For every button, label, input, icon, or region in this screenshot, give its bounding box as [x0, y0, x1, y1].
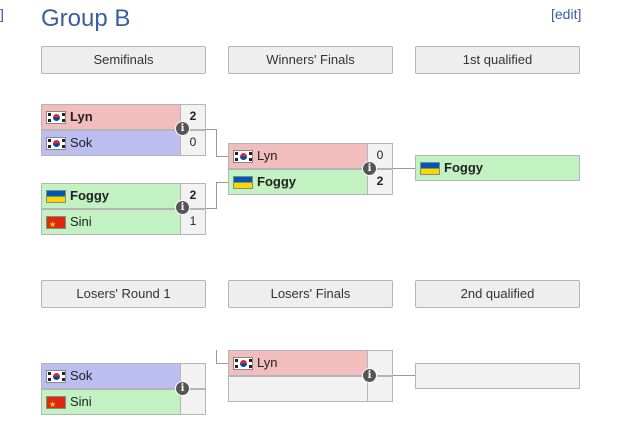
- south-korea-flag-icon: [46, 369, 66, 383]
- ukraine-flag-icon: [46, 189, 66, 203]
- connector-line: [216, 182, 217, 209]
- south-korea-flag-icon: [233, 149, 253, 163]
- header-semifinals: Semifinals: [41, 46, 206, 74]
- china-flag-icon: [46, 214, 66, 236]
- player-name: Foggy: [70, 188, 109, 203]
- header-losers-round-1: Losers' Round 1: [41, 280, 206, 308]
- player-name: Foggy: [257, 174, 296, 189]
- match-info-icon[interactable]: i: [176, 201, 189, 214]
- semi2-player2[interactable]: Sini 1: [41, 209, 206, 236]
- header-winners-finals: Winners' Finals: [228, 46, 393, 74]
- ukraine-flag-icon: [233, 175, 253, 189]
- player-name: Lyn: [70, 109, 93, 124]
- player-name: Lyn: [257, 148, 278, 163]
- player-name: Lyn: [257, 355, 278, 370]
- player-name: Sok: [70, 368, 93, 383]
- china-flag-icon: [46, 394, 66, 416]
- second-qualified-slot[interactable]: [415, 363, 580, 389]
- match-info-icon[interactable]: i: [176, 382, 189, 395]
- player-score: 1: [180, 210, 205, 234]
- page-title: Group B: [41, 5, 131, 32]
- connector-line: [216, 363, 229, 364]
- match-info-icon[interactable]: i: [363, 162, 376, 175]
- match-info-icon[interactable]: i: [363, 369, 376, 382]
- south-korea-flag-icon: [233, 356, 253, 370]
- connector-line: [216, 156, 229, 157]
- connector-line: [216, 129, 217, 156]
- losers-final-player1[interactable]: Lyn: [228, 350, 393, 376]
- south-korea-flag-icon: [46, 110, 66, 124]
- player-name: Foggy: [444, 160, 483, 175]
- header-second-qualified: 2nd qualified: [415, 280, 580, 308]
- first-qualified-slot[interactable]: Foggy: [415, 155, 580, 181]
- player-score: 0: [180, 131, 205, 155]
- edit-link[interactable]: [edit]: [551, 6, 582, 22]
- connector-line: [216, 182, 229, 183]
- south-korea-flag-icon: [46, 136, 66, 150]
- player-name: Sini: [70, 214, 92, 229]
- match-info-icon[interactable]: i: [176, 122, 189, 135]
- player-name: Sini: [70, 394, 92, 409]
- connector-line: [216, 350, 217, 363]
- semi1-player2[interactable]: Sok 0: [41, 130, 206, 156]
- ukraine-flag-icon: [420, 161, 440, 175]
- header-losers-finals: Losers' Finals: [228, 280, 393, 308]
- edge-bracket-glyph: ]: [0, 6, 4, 22]
- player-name: Sok: [70, 135, 93, 150]
- header-first-qualified: 1st qualified: [415, 46, 580, 74]
